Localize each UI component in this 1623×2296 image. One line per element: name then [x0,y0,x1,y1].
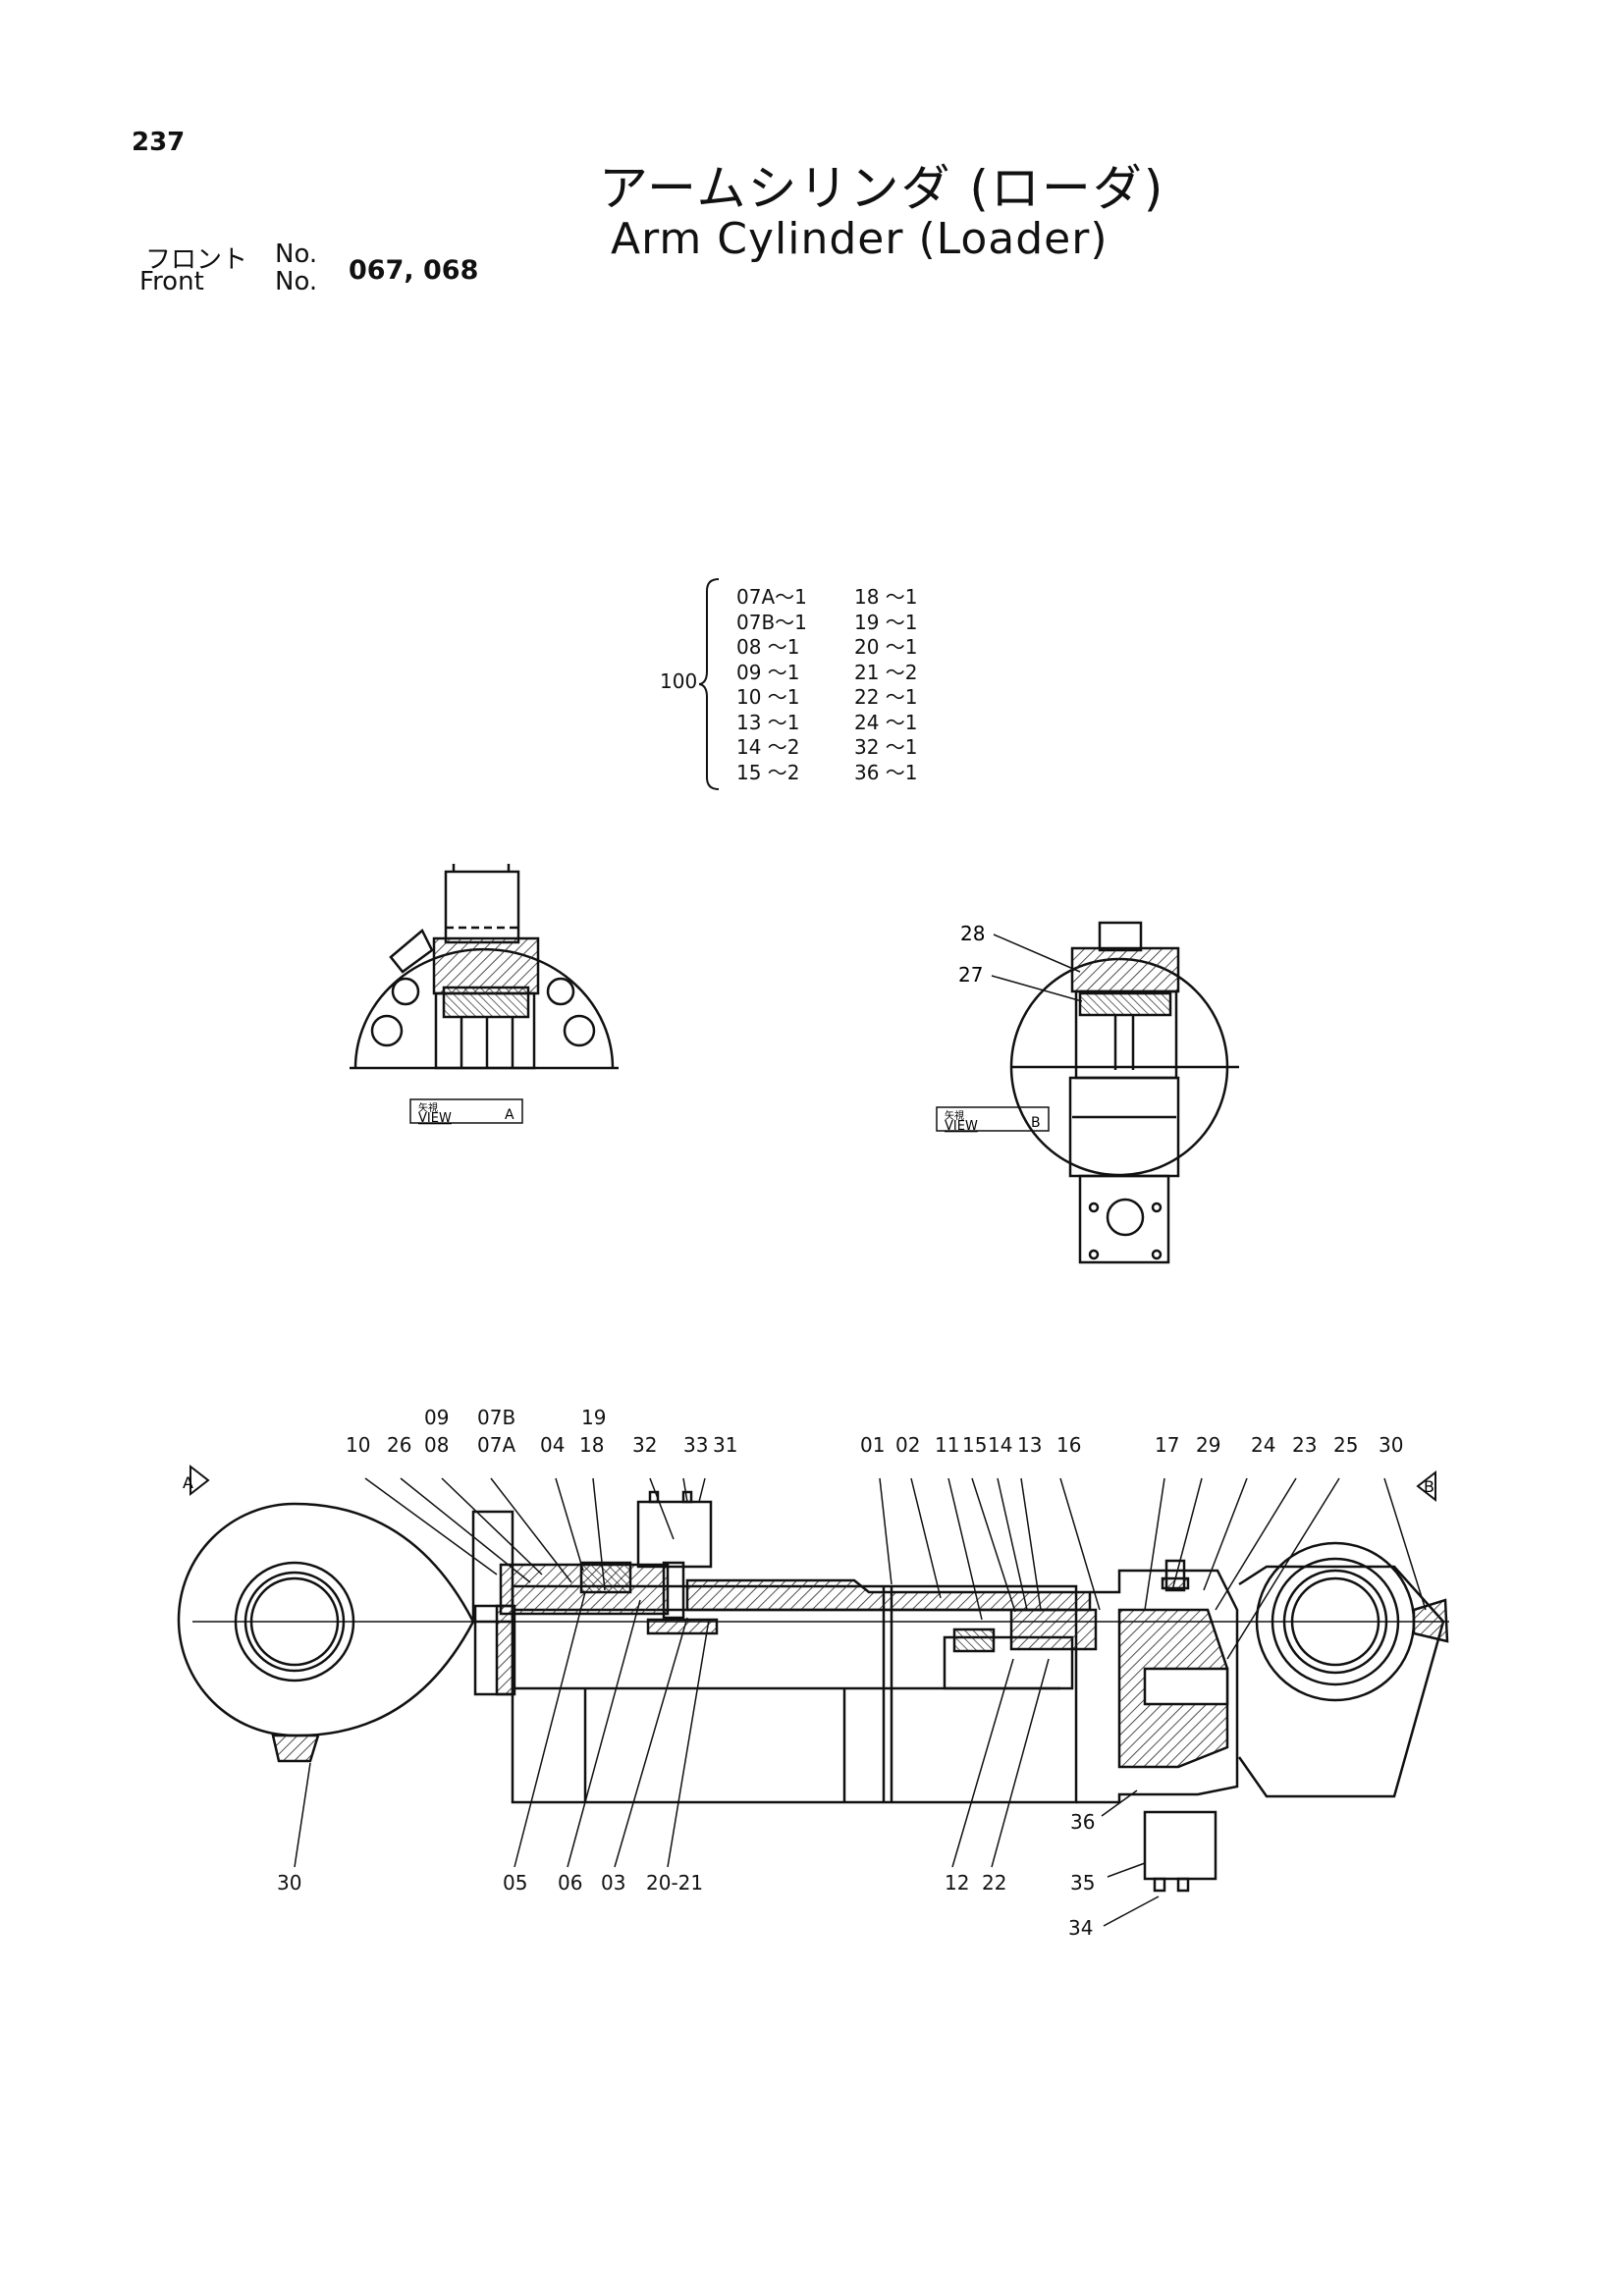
view-b-drawing [1009,921,1239,1264]
kit-row-left: 13 ～1 [736,710,800,734]
part-label: 07B [477,1406,516,1429]
part-label: 26 [387,1433,412,1457]
svg-text:VIEW: VIEW [418,1111,452,1126]
svg-text:B: B [1424,1477,1434,1496]
cylinder-drawing [177,1490,1449,1893]
part-label: 16 [1056,1433,1082,1457]
view-b-label-27: 27 [958,963,983,987]
part-label: 15 [962,1433,988,1457]
front-numbers: 067, 068 [349,255,479,286]
kit-brace [699,578,720,790]
part-label: 31 [713,1433,738,1457]
svg-text:矢視: 矢視 [945,1109,964,1122]
kit-row-right: 36 ～1 [854,760,918,784]
kit-row-right: 18 ～1 [854,585,918,609]
part-label: 33 [683,1433,709,1457]
no-label-en: No. [275,267,318,296]
kit-row-right: 19 ～1 [854,610,918,634]
part-label: 10 [346,1433,371,1457]
part-label: 09 [424,1406,450,1429]
front-label-jp: フロント [145,245,248,275]
part-label: 34 [1068,1916,1094,1940]
kit-id: 100 [660,669,698,693]
view-b-label: 矢視 VIEW B [936,1106,1050,1134]
svg-text:矢視: 矢視 [418,1101,438,1114]
part-label: 02 [895,1433,921,1457]
part-label: 35 [1070,1871,1096,1895]
part-label: 32 [632,1433,658,1457]
svg-text:VIEW: VIEW [945,1119,978,1134]
part-label: 12 [945,1871,970,1895]
part-label: 20-21 [646,1871,704,1895]
part-label: 36 [1070,1810,1096,1834]
kit-row-right: 22 ～1 [854,685,918,709]
top-leaders [364,1477,1427,1660]
kit-row-right: 32 ～1 [854,735,918,759]
part-label: 01 [860,1433,886,1457]
part-label: 19 [581,1406,607,1429]
part-label: 24 [1251,1433,1276,1457]
view-a-label: 矢視 VIEW A [409,1098,523,1126]
part-label: 14 [988,1433,1013,1457]
part-label: 23 [1292,1433,1318,1457]
kit-row-left: 10 ～1 [736,685,800,709]
part-label: 17 [1155,1433,1180,1457]
title-japanese: アームシリンダ (ローダ) [599,160,1165,217]
part-label: 05 [503,1871,528,1895]
kit-row-right: 20 ～1 [854,635,918,659]
view-a-drawing [350,864,619,1070]
part-label: 07A [477,1433,516,1457]
kit-row-left: 07B～1 [736,610,807,634]
kit-row-right: 24 ～1 [854,710,918,734]
kit-row-left: 14 ～2 [736,735,800,759]
part-label: 25 [1333,1433,1359,1457]
svg-text:A: A [183,1473,193,1492]
no-label-jp: No. [275,240,318,269]
kit-row-left: 08 ～1 [736,635,800,659]
part-label: 04 [540,1433,566,1457]
part-label: 29 [1196,1433,1221,1457]
kit-row-left: 15 ～2 [736,760,800,784]
bottom-leaders [294,1591,1160,1927]
part-label: 30 [277,1871,302,1895]
part-label: 06 [558,1871,583,1895]
view-b-leaders [991,934,1083,1002]
part-label: 08 [424,1433,450,1457]
kit-row-left: 09 ～1 [736,660,800,684]
page-number: 237 [132,128,186,157]
svg-text:B: B [1031,1115,1041,1131]
part-label: 03 [601,1871,626,1895]
part-label: 22 [982,1871,1007,1895]
kit-row-left: 07A～1 [736,585,807,609]
part-label: 18 [579,1433,605,1457]
svg-text:A: A [505,1107,514,1123]
arrow-b: B [1416,1469,1436,1503]
part-label: 13 [1017,1433,1043,1457]
title-english: Arm Cylinder (Loader) [611,214,1109,264]
view-b-label-28: 28 [960,922,985,945]
kit-row-right: 21 ～2 [854,660,918,684]
arrow-a: A [183,1464,210,1497]
part-label: 30 [1379,1433,1404,1457]
front-label-en: Front [139,267,204,296]
part-label: 11 [935,1433,960,1457]
